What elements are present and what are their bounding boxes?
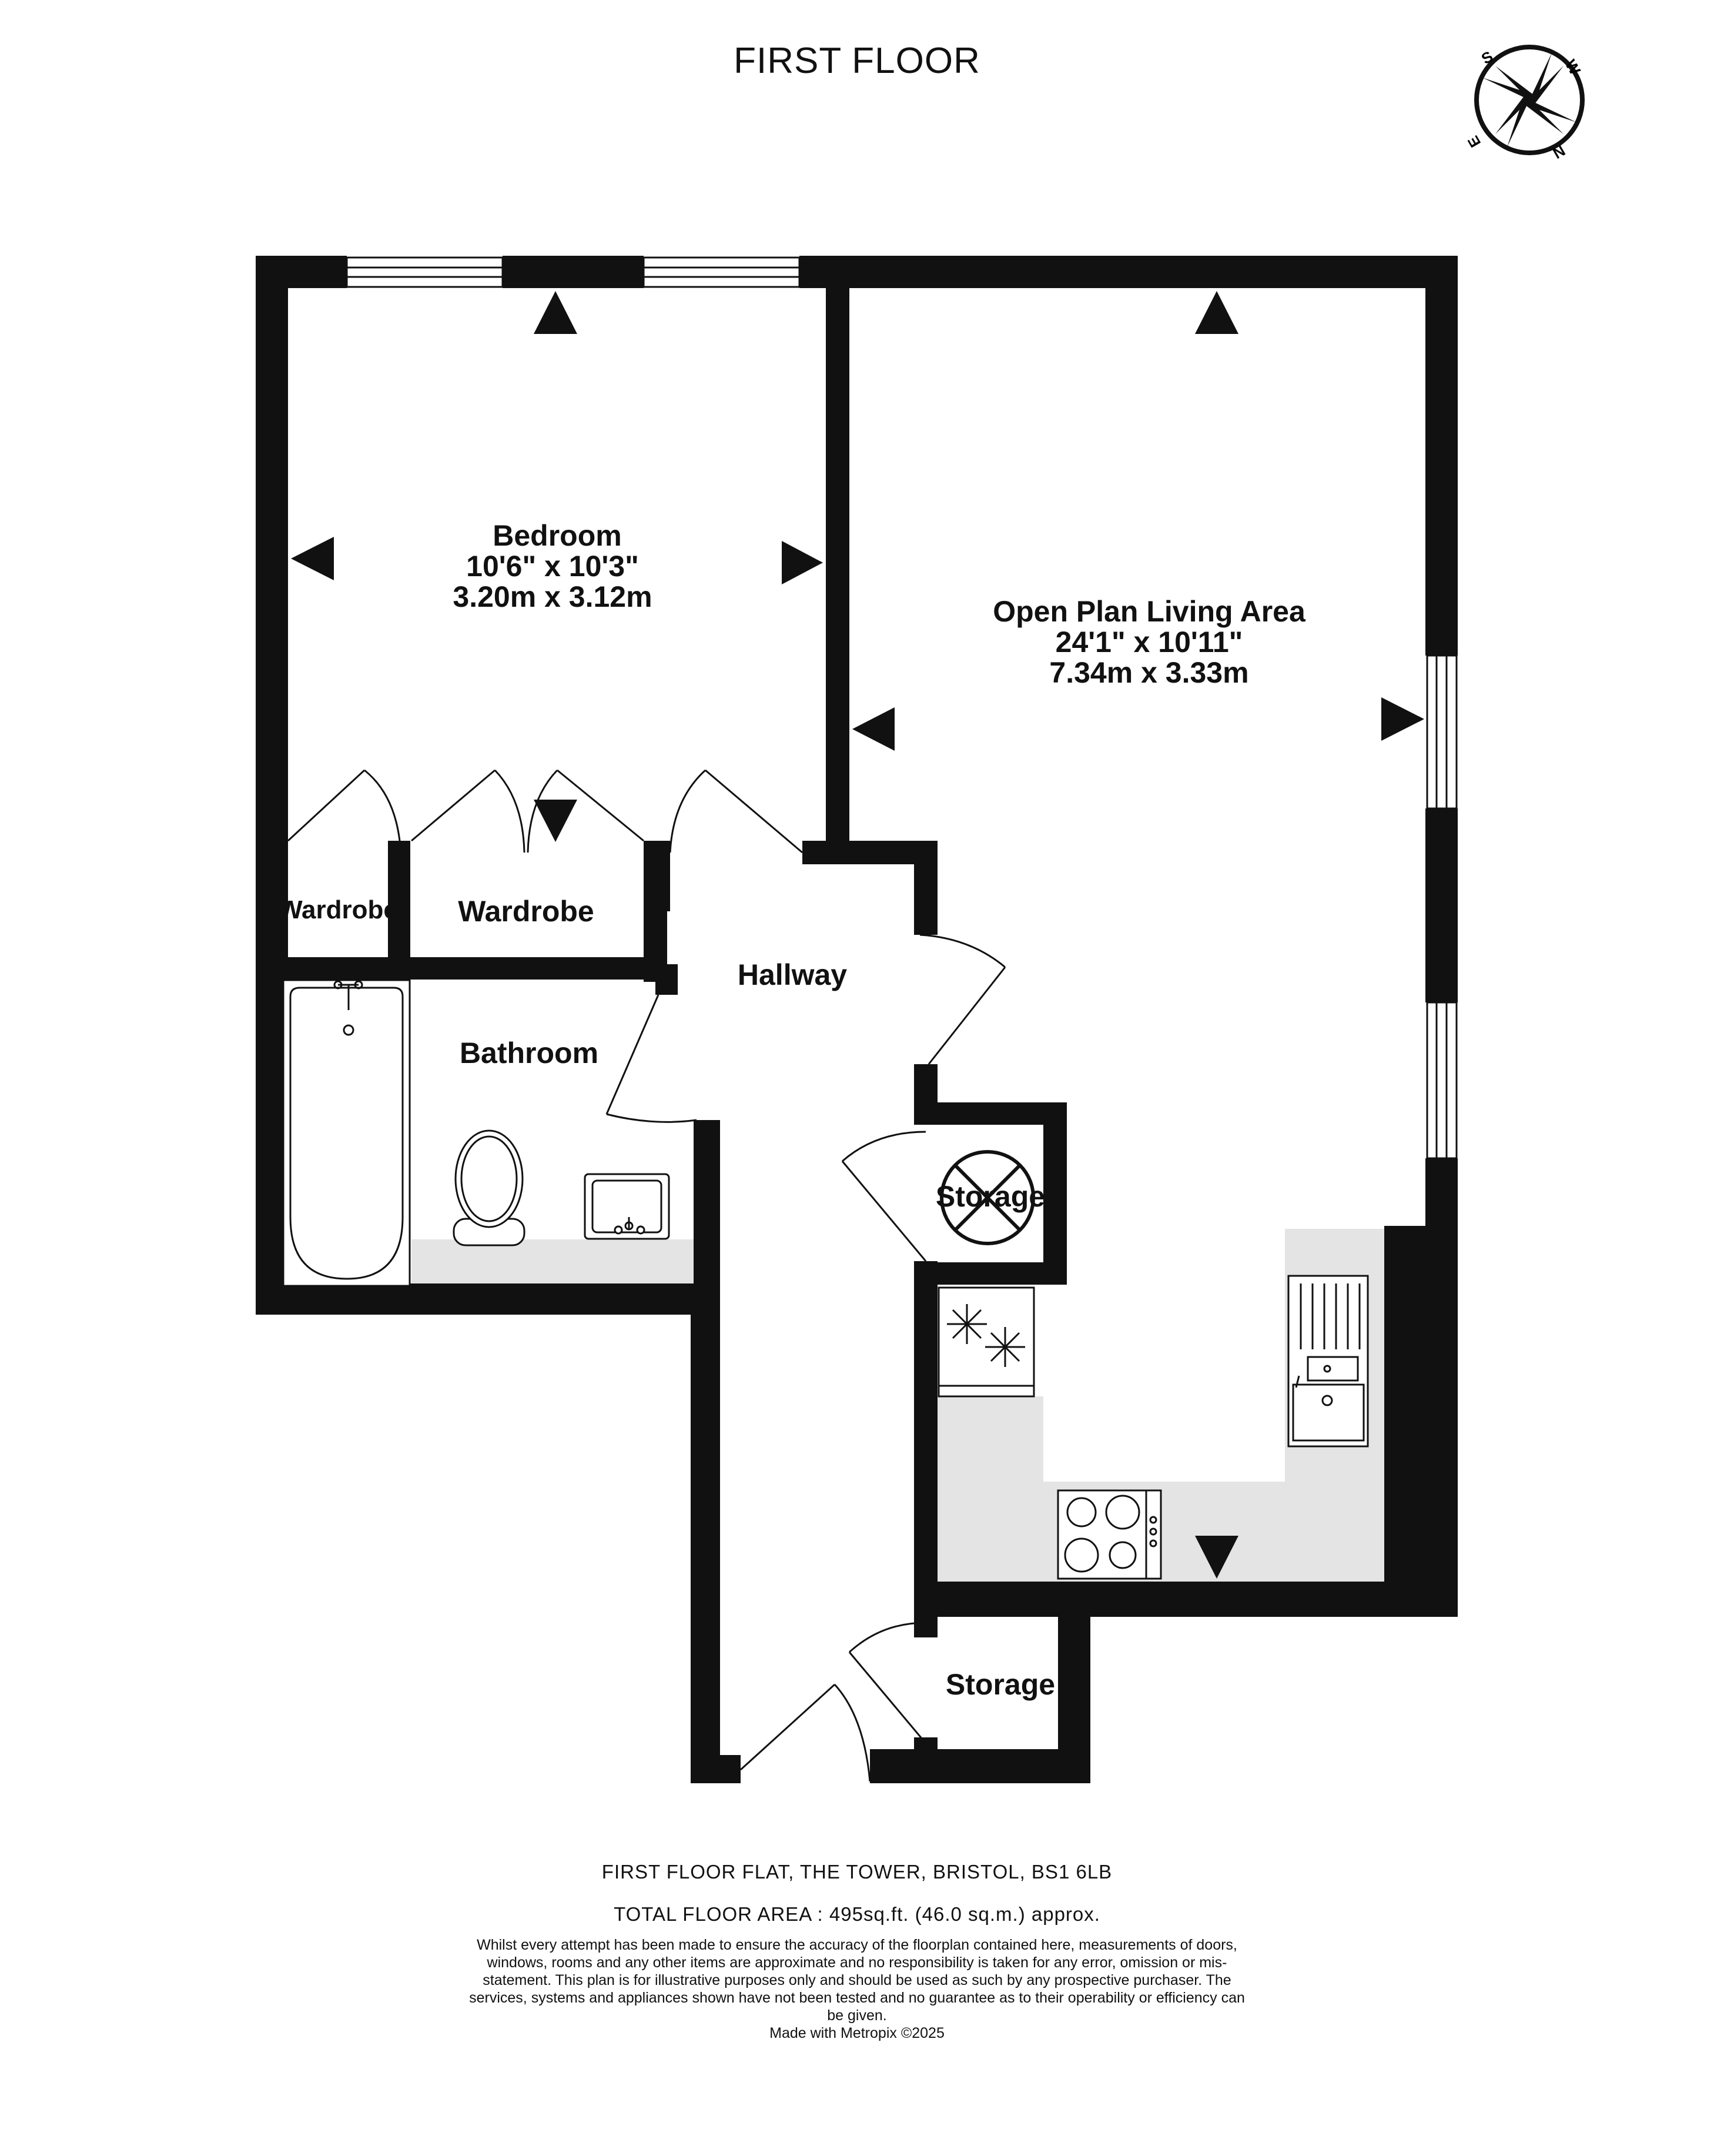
toilet-icon bbox=[453, 1129, 525, 1246]
doors bbox=[287, 769, 1006, 1782]
room-labels: Bedroom 10'6" x 10'3" 3.20m x 3.12m Open… bbox=[278, 519, 1306, 1701]
footer: FIRST FLOOR FLAT, THE TOWER, BRISTOL, BS… bbox=[0, 1861, 1714, 2042]
wardrobe-name: Wardrobe bbox=[458, 895, 594, 928]
basin-icon bbox=[584, 1173, 670, 1240]
storage-mid-name: Storage bbox=[936, 1180, 1045, 1213]
page-title: FIRST FLOOR bbox=[734, 41, 980, 81]
window-living-2 bbox=[1426, 1001, 1458, 1159]
windows bbox=[346, 256, 1458, 1159]
window-bedroom-1 bbox=[346, 256, 504, 288]
bedroom-name: Bedroom bbox=[493, 519, 621, 552]
window-bedroom-2 bbox=[642, 256, 801, 288]
sink-icon bbox=[1287, 1275, 1369, 1448]
dimension-arrow-icon bbox=[291, 291, 1424, 1579]
bathtub-icon bbox=[282, 979, 411, 1287]
compass-icon: S W E N bbox=[1464, 45, 1585, 162]
compass-letter-s: S bbox=[1478, 48, 1496, 68]
wardrobe-small-name: Wardrobe bbox=[278, 895, 398, 924]
bedroom-imperial: 10'6" x 10'3" bbox=[466, 550, 639, 583]
storage-bottom-name: Storage bbox=[946, 1668, 1055, 1701]
bedroom-metric: 3.20m x 3.12m bbox=[453, 580, 652, 613]
living-name: Open Plan Living Area bbox=[993, 595, 1306, 628]
compass-letter-e: E bbox=[1464, 133, 1485, 151]
living-metric: 7.34m x 3.33m bbox=[1049, 656, 1248, 689]
fixture-fills bbox=[411, 1229, 1385, 1585]
property-address: FIRST FLOOR FLAT, THE TOWER, BRISTOL, BS… bbox=[601, 1861, 1113, 1883]
living-imperial: 24'1" x 10'11" bbox=[1056, 626, 1243, 659]
hallway-name: Hallway bbox=[738, 958, 847, 991]
bathroom-name: Bathroom bbox=[460, 1037, 598, 1069]
disclaimer: Whilst every attempt has been made to en… bbox=[469, 1937, 1245, 2024]
boiler-icon bbox=[940, 1150, 1035, 1245]
window-living-1 bbox=[1426, 654, 1458, 810]
freezer-icon bbox=[938, 1286, 1035, 1398]
made-with: Made with Metropix ©2025 bbox=[769, 2025, 945, 2041]
total-floor-area: TOTAL FLOOR AREA : 495sq.ft. (46.0 sq.m.… bbox=[614, 1903, 1100, 1925]
walls bbox=[256, 256, 1458, 1783]
hob-icon bbox=[1057, 1489, 1162, 1580]
compass-letter-n: N bbox=[1550, 142, 1568, 162]
